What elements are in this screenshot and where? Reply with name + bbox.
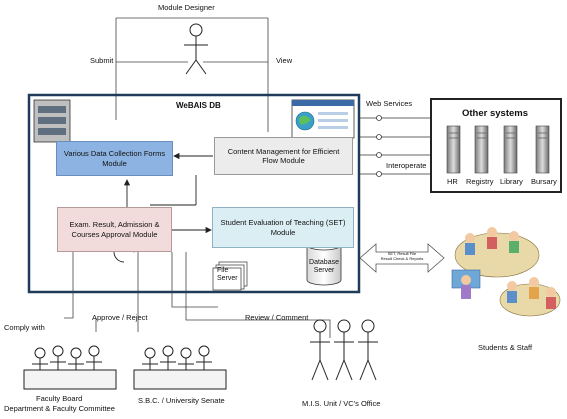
data-collection-module: Various Data Collection Forms Module xyxy=(56,141,173,176)
other-systems-title: Other systems xyxy=(462,108,529,119)
view-label: View xyxy=(276,56,293,65)
mis-office-label: M.I.S. Unit / VC's Office xyxy=(302,399,381,408)
webais-db-frame xyxy=(27,93,361,294)
server-label-library: Library xyxy=(500,177,523,186)
double-arrow xyxy=(359,243,445,273)
students-staff-group xyxy=(451,227,561,317)
webais-db-title: WeBAIS DB xyxy=(176,101,221,110)
web-services-label: Web Services xyxy=(366,99,413,108)
designer-connectors xyxy=(115,17,269,132)
server-label-registry: Registry xyxy=(466,177,494,186)
sbc-senate-label: S.B.C. / University Senate xyxy=(138,396,225,405)
approve-reject-label: Approve / Reject xyxy=(92,313,148,322)
browser-icon-right xyxy=(291,99,355,139)
students-staff-label: Students & Staff xyxy=(478,343,533,352)
senate-figures xyxy=(133,345,227,390)
file-server-stack xyxy=(212,261,248,291)
review-comment-label: Review / Comment xyxy=(245,313,309,322)
connector-dots xyxy=(376,115,382,177)
department-committee-label: Department & Faculty Committee xyxy=(4,404,115,413)
double-arrow-line2: Result Check & Reports xyxy=(380,256,424,261)
double-arrow-line1: SET, Result File xyxy=(387,251,417,256)
content-management-module: Content Management for Efficient Flow Mo… xyxy=(214,137,353,175)
exam-result-module: Exam. Result, Admission & Courses Approv… xyxy=(57,207,172,252)
server-towers xyxy=(446,125,550,174)
faculty-board-label: Faculty Board xyxy=(36,394,83,403)
window-icon-left xyxy=(33,99,71,143)
server-label-hr: HR xyxy=(447,177,458,186)
bottom-connectors xyxy=(64,250,331,338)
interoperate-label: Interoperate xyxy=(386,161,427,170)
database-server-label: Database Server xyxy=(309,259,339,275)
module-designer-label: Module Designer xyxy=(158,3,215,12)
web-service-connectors xyxy=(359,117,431,175)
mis-office-figures xyxy=(310,319,378,381)
submit-label: Submit xyxy=(90,56,114,65)
module-designer-figure xyxy=(184,23,208,75)
server-label-bursary: Bursary xyxy=(531,177,557,186)
comply-with-label: Comply with xyxy=(4,323,45,332)
file-server-label: File Server xyxy=(217,267,238,283)
set-module: Student Evaluation of Teaching (SET) Mod… xyxy=(212,207,354,248)
faculty-board-figures xyxy=(23,345,117,390)
